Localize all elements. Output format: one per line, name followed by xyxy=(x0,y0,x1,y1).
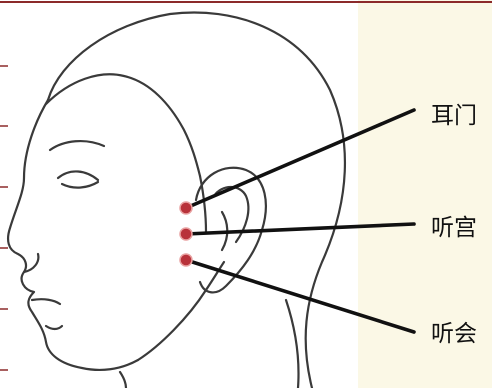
acupoint-label-ermen: 耳门 xyxy=(431,102,477,130)
acupoint-label-tinggong: 听宫 xyxy=(431,214,477,242)
acupoint-ermen-marker xyxy=(180,202,192,214)
acupoint-tinggong-marker xyxy=(180,228,192,240)
acupoint-tinghui-marker xyxy=(180,254,192,266)
acupoint-label-tinghui: 听会 xyxy=(431,320,477,348)
